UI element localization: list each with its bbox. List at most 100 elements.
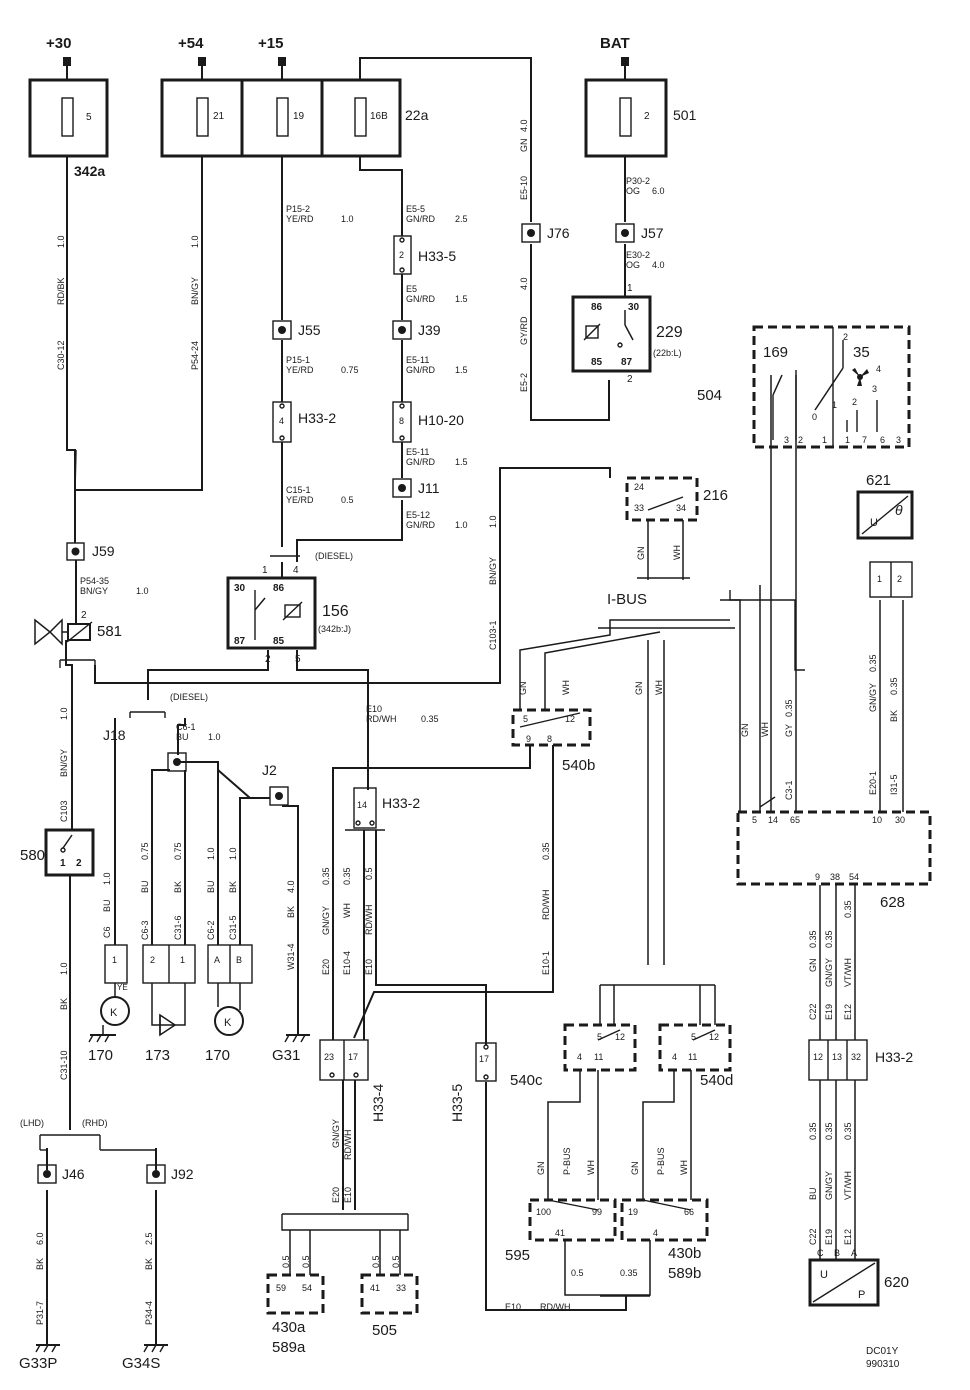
svg-text:4.0: 4.0 [286, 880, 296, 893]
svg-text:P31-7: P31-7 [35, 1301, 45, 1325]
svg-text:1.0: 1.0 [56, 235, 66, 248]
svg-text:WH: WH [561, 680, 571, 695]
component-sub-id: 589b [668, 1265, 701, 1282]
component-id: 621 [866, 472, 891, 489]
svg-text:RD/WH: RD/WH [366, 714, 397, 724]
harness-h33-5-top: 2 H33-5 [393, 235, 456, 275]
svg-text:BK: BK [59, 998, 69, 1010]
svg-text:(22b:L): (22b:L) [653, 348, 682, 358]
svg-text:GN/GY: GN/GY [331, 1119, 341, 1148]
svg-text:17: 17 [348, 1052, 358, 1062]
svg-text:33: 33 [396, 1283, 406, 1293]
svg-text:E10: E10 [505, 1302, 521, 1312]
svg-text:J59: J59 [92, 543, 115, 559]
component-sub-id: 589a [272, 1339, 306, 1356]
svg-text:E5-11: E5-11 [406, 447, 429, 457]
svg-text:14: 14 [357, 800, 367, 810]
svg-text:J2: J2 [262, 762, 277, 778]
svg-text:DC01Y: DC01Y [866, 1346, 899, 1357]
svg-text:C6-1: C6-1 [176, 722, 196, 732]
svg-text:2.5: 2.5 [144, 1232, 154, 1245]
ground-g33p: G33P [19, 1344, 60, 1372]
svg-text:GN/RD: GN/RD [406, 520, 436, 530]
svg-text:34: 34 [676, 503, 686, 513]
control-panel-504: 504 169 35 2 0 1 2 3 4 3 2 1 1 7 6 3 [697, 325, 911, 449]
svg-text:87: 87 [621, 357, 633, 368]
svg-text:GN: GN [518, 682, 528, 696]
component-id: 540d [700, 1072, 733, 1089]
svg-text:1.0: 1.0 [136, 586, 149, 596]
svg-text:10: 10 [872, 815, 882, 825]
svg-text:0.5: 0.5 [391, 1255, 401, 1268]
svg-text:E12: E12 [843, 1004, 853, 1020]
svg-text:OG: OG [626, 260, 640, 270]
connector-c6-1-splice [167, 752, 187, 772]
module-628: 5 14 65 10 30 9 38 54 628 [736, 796, 932, 911]
fuse-box-label: 342a [74, 163, 105, 179]
svg-text:B: B [236, 955, 242, 965]
sensor-621: 621 U θ 1 2 [856, 472, 914, 598]
diode-173: 2 1 173 [142, 944, 196, 1064]
svg-text:1: 1 [180, 955, 185, 965]
svg-text:1: 1 [112, 955, 117, 965]
svg-text:0.5: 0.5 [341, 495, 354, 505]
svg-text:P15-2: P15-2 [286, 204, 310, 214]
svg-text:BK: BK [35, 1258, 45, 1270]
svg-text:E12: E12 [843, 1229, 853, 1245]
svg-text:5: 5 [752, 815, 757, 825]
svg-text:30: 30 [895, 815, 905, 825]
connector-j11: J11 [392, 478, 440, 498]
svg-text:C6-2: C6-2 [206, 920, 216, 940]
svg-text:YE/RD: YE/RD [286, 214, 314, 224]
svg-text:OG: OG [626, 186, 640, 196]
svg-text:13: 13 [832, 1052, 842, 1062]
component-id: 580 [20, 847, 45, 864]
svg-text:H33-2: H33-2 [875, 1049, 913, 1065]
component-id: 170 [205, 1047, 230, 1064]
relay-coil-170-left: 1 YE K 170 [88, 944, 130, 1064]
svg-text:1: 1 [845, 435, 850, 445]
svg-text:0.5: 0.5 [364, 867, 374, 880]
svg-text:16B: 16B [370, 111, 388, 122]
svg-text:6.0: 6.0 [652, 186, 665, 196]
svg-text:2: 2 [627, 374, 633, 385]
svg-text:WH: WH [586, 1160, 596, 1175]
fuse-box-342a: 5 342a [28, 78, 109, 179]
svg-text:0.35: 0.35 [808, 1122, 818, 1140]
svg-text:BK: BK [286, 906, 296, 918]
svg-text:I-BUS: I-BUS [607, 591, 647, 608]
svg-text:H10-20: H10-20 [418, 412, 464, 428]
svg-text:9: 9 [815, 872, 820, 882]
svg-text:21: 21 [213, 111, 225, 122]
svg-text:4: 4 [293, 565, 299, 576]
svg-text:32: 32 [851, 1052, 861, 1062]
module-540d: 5 12 4 11 540d [658, 1023, 733, 1089]
svg-text:BK: BK [228, 881, 238, 893]
svg-text:0.5: 0.5 [571, 1268, 584, 1278]
svg-text:H33-2: H33-2 [382, 795, 420, 811]
module-540b: 5 12 9 8 540b [511, 708, 595, 774]
svg-text:0.35: 0.35 [321, 867, 331, 885]
svg-text:0.75: 0.75 [341, 365, 359, 375]
svg-text:30: 30 [234, 583, 246, 594]
bus-brackets [39, 555, 805, 1297]
svg-text:BU: BU [206, 880, 216, 893]
svg-text:E20: E20 [321, 959, 331, 975]
svg-text:WH: WH [760, 722, 770, 737]
svg-text:RD/WH: RD/WH [343, 1130, 353, 1161]
svg-text:12: 12 [565, 714, 575, 724]
component-id: 430a [272, 1319, 306, 1336]
svg-text:P-BUS: P-BUS [656, 1147, 666, 1175]
terminal-plus15: +15 [258, 35, 286, 80]
svg-text:4: 4 [577, 1052, 582, 1062]
svg-text:YE/RD: YE/RD [286, 365, 314, 375]
svg-text:54: 54 [302, 1283, 312, 1293]
svg-text:0.5: 0.5 [301, 1255, 311, 1268]
module-216: 24 33 34 216 [625, 476, 728, 522]
component-id: 628 [880, 894, 905, 911]
module-430b: 19 66 4 430b 589b [620, 1198, 709, 1282]
svg-text:24: 24 [634, 482, 644, 492]
svg-text:12: 12 [813, 1052, 823, 1062]
svg-text:BN/GY: BN/GY [488, 557, 498, 585]
